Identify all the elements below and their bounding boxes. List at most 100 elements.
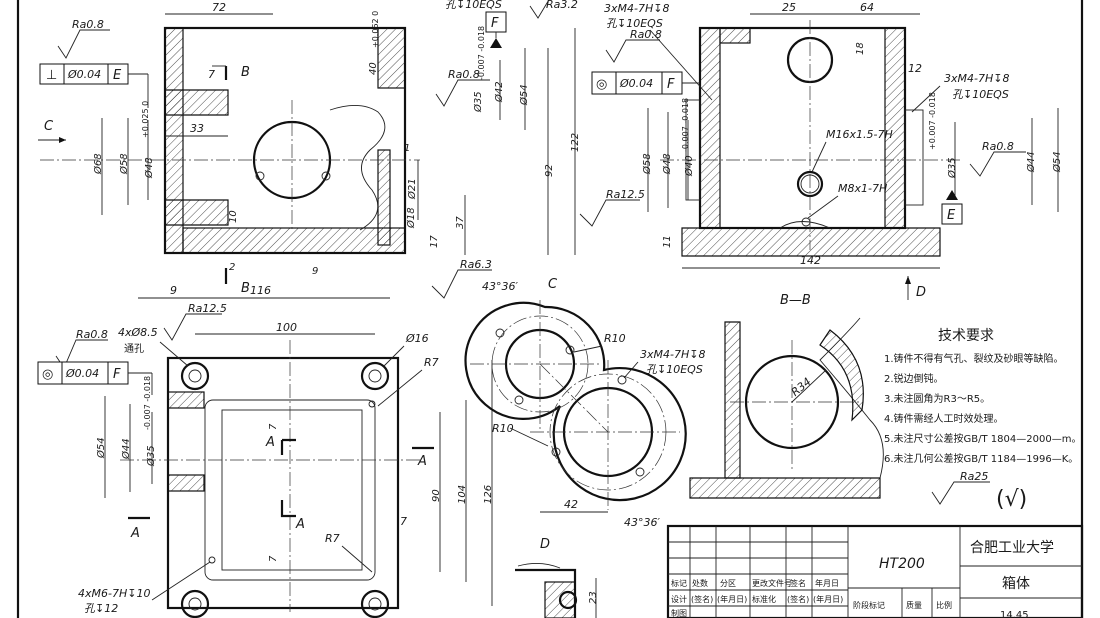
- tb-r1-c4: 更改文件号: [752, 578, 792, 588]
- dim-2: 2: [229, 262, 235, 273]
- view-d-hole: [558, 590, 578, 610]
- ra08-front-left: Ra0.8: [72, 18, 104, 31]
- hole-note-c: 孔↧10EQS: [646, 363, 703, 376]
- dim-90: 90: [431, 489, 442, 502]
- front-view: B B C 72 7 33 10 9 116 2 9 Ø68 Ø58 Ø48 +…: [38, 0, 581, 299]
- dim-phi16: Ø16: [405, 332, 429, 345]
- tb-r2-c5: (签名): [787, 594, 809, 604]
- view-c-outline: [464, 301, 687, 502]
- hole12-note: 孔↧12: [84, 602, 118, 615]
- ra-general-symbol: [931, 481, 990, 505]
- section-label-a-2: A: [295, 517, 305, 532]
- dim-phi35-side: Ø35: [946, 157, 958, 179]
- svg-text:F: F: [491, 16, 499, 31]
- dim-phi44-top: Ø44: [120, 438, 132, 460]
- technical-requirements: 技术要求 1.铸件不得有气孔、裂纹及砂眼等缺陷。 2.锐边倒钝。 3.未注圆角为…: [884, 328, 1081, 512]
- tol-phi35-front: -0.007 -0.018: [477, 26, 486, 80]
- dim-1: 1: [404, 143, 410, 154]
- front-left-wall: [164, 27, 184, 254]
- dim-r10-top: R10: [604, 332, 626, 345]
- coax-tolerance-top: Ø0.04: [65, 367, 99, 380]
- perp-symbol: ⊥: [46, 68, 57, 83]
- title-block: HT200 合肥工业大学 箱体 14.45 标记 处数 分区 更改文件号 签名 …: [666, 524, 1084, 618]
- dim-phi40-side: Ø40: [683, 155, 695, 177]
- view-d: D 23: [515, 537, 599, 618]
- front-left-boss-top: [164, 89, 229, 116]
- dim-33: 33: [190, 122, 204, 135]
- ra08-side-right: Ra0.8: [982, 140, 1014, 153]
- dim-11: 11: [662, 235, 673, 248]
- view-arrow-c-label: C: [44, 119, 54, 134]
- tol-phi35-side: +0.007 -0.018: [928, 92, 937, 150]
- dim-122: 122: [570, 133, 581, 152]
- dim-7-front: 7: [208, 68, 215, 81]
- dim-12: 12: [908, 62, 922, 75]
- m6-note: 4xM6-7H↧10: [78, 587, 150, 600]
- tb-r3-c1: 制图: [671, 608, 687, 618]
- perp-datum: E: [113, 68, 122, 83]
- dim-phi44: Ø44: [1025, 151, 1037, 173]
- section-bb-bore: [744, 354, 840, 450]
- dim-phi18: Ø18: [405, 207, 417, 229]
- scale-label: 比例: [936, 600, 952, 610]
- dim-92: 92: [544, 164, 555, 177]
- ra125-top: Ra12.5: [188, 302, 227, 315]
- dim-9-bottom: 9: [312, 266, 318, 277]
- dim-116: 116: [250, 284, 271, 297]
- dim-142: 142: [800, 254, 821, 267]
- dim-7-top-view-1: 7: [268, 423, 279, 430]
- tb-r1-c3: 分区: [720, 579, 736, 588]
- ra32-front: Ra3.2: [546, 0, 578, 11]
- tech-req-title: 技术要求: [938, 328, 994, 344]
- material: HT200: [879, 556, 925, 572]
- coax-symbol-top: ◎: [42, 367, 53, 382]
- dim-phi48-side: Ø48: [661, 153, 673, 175]
- dim-phi42: Ø42: [493, 81, 505, 103]
- section-label-b-bottom: B: [241, 281, 250, 296]
- front-break-line: [329, 105, 386, 231]
- thread-note-c: 3xM4-7H↧8: [640, 348, 705, 361]
- section-bb: B—B R34: [689, 293, 884, 499]
- tech-req-item-4: 4.铸件需经人工时效处理。: [884, 412, 1004, 425]
- drawing-number: 14.45: [1000, 610, 1029, 618]
- tb-r2-c6: (年月日): [813, 594, 843, 604]
- view-c-title: C: [548, 277, 558, 292]
- dim-17: 17: [429, 235, 440, 248]
- tol-phi48: +0.025 0: [141, 101, 150, 138]
- dim-64: 64: [860, 1, 874, 14]
- tech-req-item-3: 3.未注圆角为R3～R5。: [884, 392, 990, 405]
- view-d-title: D: [540, 537, 550, 552]
- tb-r2-c3: (年月日): [717, 594, 747, 604]
- dim-r7-bottom: R7: [325, 532, 340, 545]
- side-view: 25 64 18 12 142 11 Ø58 Ø48 Ø40 -0.007 -0…: [579, 1, 1063, 300]
- section-label-b-top: B: [241, 65, 250, 80]
- top-inner-outline: [204, 399, 376, 581]
- tol-phi40-side: -0.007 -0.018: [681, 98, 690, 152]
- tb-r2-c2: (签名): [691, 594, 713, 604]
- dim-phi35-top: Ø35: [145, 445, 157, 467]
- front-thread-hole-1: [255, 171, 265, 181]
- dim-phi58-side: Ø58: [641, 153, 653, 175]
- dim-104: 104: [457, 485, 468, 504]
- hole-note-front: 孔↧10EQS: [445, 0, 502, 11]
- top-corner-holes: [180, 361, 390, 618]
- ra08-top: Ra0.8: [76, 328, 108, 341]
- coax-symbol-side: ◎: [596, 77, 607, 92]
- ra125-side: Ra12.5: [606, 188, 645, 201]
- front-right-top-wall: [377, 27, 406, 89]
- dim-7-top-view-3: 7: [268, 555, 279, 562]
- through-note: 通孔: [124, 343, 144, 355]
- svg-text:E: E: [947, 208, 956, 223]
- dim-phi54-top: Ø54: [95, 437, 107, 459]
- section-bb-title: B—B: [780, 293, 811, 308]
- side-base: [681, 227, 941, 257]
- tb-r1-c5: 签名: [790, 578, 806, 588]
- dim-18: 18: [855, 42, 866, 55]
- ra08-front-mid: Ra0.8: [448, 68, 480, 81]
- tech-req-item-1: 1.铸件不得有气孔、裂纹及砂眼等缺陷。: [884, 352, 1064, 365]
- perp-tolerance: Ø0.04: [67, 68, 101, 81]
- dim-r10-bottom: R10: [492, 422, 514, 435]
- dim-phi58: Ø58: [118, 153, 130, 175]
- ra-other-symbol: (√): [996, 487, 1027, 512]
